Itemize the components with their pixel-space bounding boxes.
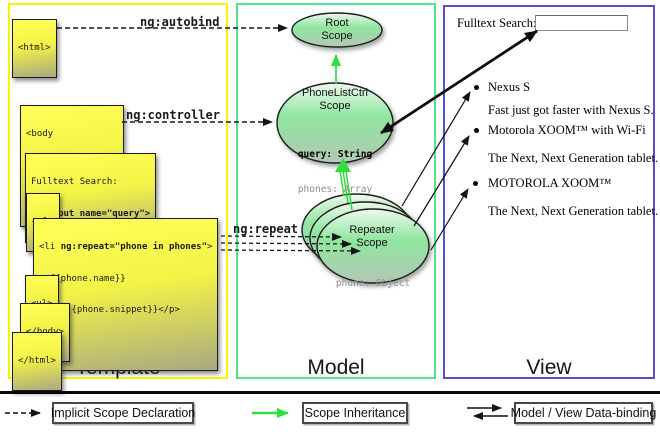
- phone-snippet: The Next, Next Generation tablet.: [488, 151, 659, 165]
- phone-name: Motorola XOOM™ with Wi-Fi: [488, 123, 646, 137]
- phone-snippet: Fast just got faster with Nexus S.: [488, 103, 654, 117]
- legend-scope-inheritance: Scope Inheritance: [302, 402, 408, 424]
- phone-property: phone: Object: [335, 278, 411, 289]
- fulltext-search-label: Fulltext Search:: [457, 16, 537, 30]
- phone-name: Nexus S: [488, 80, 531, 94]
- ng-repeat-label: ng:repeat: [233, 222, 299, 236]
- code-box-html-close: </html>: [12, 332, 62, 391]
- phones-property: phones: Array: [297, 183, 373, 195]
- code-line: <body: [26, 129, 54, 139]
- code-line: Fulltext Search:: [31, 177, 118, 187]
- phonelistctrl-scope-props: query: String phones: Array: [275, 126, 395, 218]
- list-bullet: [473, 181, 478, 186]
- code-line: {{phone.name}}: [39, 273, 126, 284]
- code-line: <li ng:repeat="phone in phones">: [39, 242, 213, 252]
- query-property: query: String: [297, 149, 373, 160]
- legend-separator-line: [0, 391, 660, 394]
- fulltext-search-input[interactable]: [535, 15, 628, 31]
- phone-name: MOTOROLA XOOM™: [488, 176, 612, 190]
- view-column-frame: [443, 5, 655, 379]
- phone-snippet: The Next, Next Generation tablet.: [488, 204, 659, 218]
- code-line: <html>: [18, 43, 51, 53]
- list-bullet: [474, 85, 479, 90]
- view-column-title: View: [526, 356, 572, 379]
- ng-controller-label: ng:controller: [126, 108, 220, 122]
- legend-model-view-data-binding: Model / View Data-binding: [511, 402, 656, 424]
- code-line: </html>: [18, 356, 56, 366]
- repeater-scope-props: phone: Object: [318, 255, 428, 313]
- code-line: <p>{{phone.snippet}}</p>: [39, 305, 180, 315]
- code-box-html-open: <html>: [12, 19, 57, 78]
- legend-implicit-scope-declaration: Implicit Scope Declaration: [51, 402, 195, 424]
- list-bullet: [474, 128, 479, 133]
- model-column-title: Model: [307, 356, 365, 379]
- ng-autobind-label: ng:autobind: [140, 15, 220, 29]
